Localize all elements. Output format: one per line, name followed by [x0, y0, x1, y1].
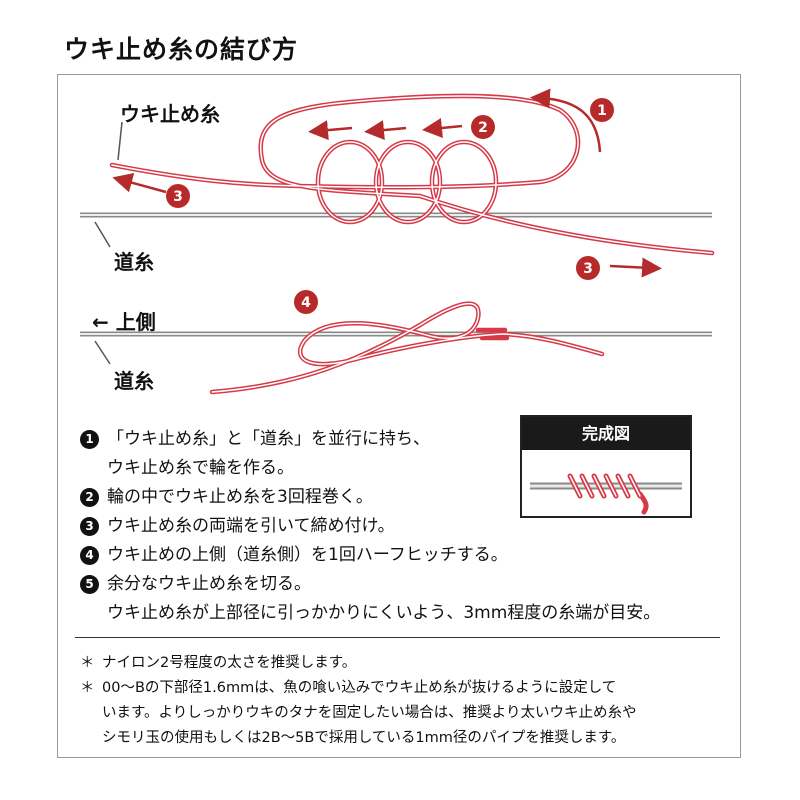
note-item: ＊ ナイロン2号程度の太さを推奨します。 — [80, 651, 730, 676]
label-uki-dome-ito: ウキ止め糸 — [120, 102, 220, 126]
step-badge-4: 4 — [294, 290, 318, 314]
left-arrow-icon: ← — [92, 310, 109, 334]
step-number: 4 — [80, 546, 99, 565]
notes: ＊ ナイロン2号程度の太さを推奨します。 ＊ 00〜Bの下部径1.6mmは、魚の… — [80, 651, 730, 751]
step-text: ウキ止め糸の両端を引いて締め付け。 — [107, 516, 395, 536]
asterisk-icon: ＊ — [80, 655, 95, 671]
step-item: 1 「ウキ止め糸」と「道糸」を並行に持ち、 ウキ止め糸で輪を作る。 — [80, 425, 740, 483]
label-upper-side: ← 上側 — [92, 306, 156, 335]
step-text: 余分なウキ止め糸を切る。 — [107, 574, 311, 594]
note-text: シモリ玉の使用もしくは2B〜5Bで採用している1mm径のパイプを推奨します。 — [102, 730, 626, 746]
step-number: 3 — [80, 517, 99, 536]
direction-arrows — [112, 88, 662, 278]
step-text-cont: ウキ止め糸で輪を作る。 — [107, 458, 294, 478]
note-text: 00〜Bの下部径1.6mmは、魚の喰い込みでウキ止め糸が抜けるように設定して — [102, 680, 617, 696]
leader-uki-dome-ito — [117, 121, 123, 161]
step-number: 5 — [80, 575, 99, 594]
step-text: 「ウキ止め糸」と「道糸」を並行に持ち、 — [107, 429, 430, 449]
step-text: 輪の中でウキ止め糸を3回程巻く。 — [107, 487, 373, 507]
step-item: 2 輪の中でウキ止め糸を3回程巻く。 — [80, 483, 740, 512]
label-michi-ito-2: 道糸 — [114, 369, 154, 393]
leader-michi-ito-2 — [94, 340, 111, 365]
svg-text:4: 4 — [301, 295, 311, 311]
completed-knot-illustration — [530, 473, 682, 515]
step-list: 1 「ウキ止め糸」と「道糸」を並行に持ち、 ウキ止め糸で輪を作る。 2 輪の中で… — [80, 425, 740, 628]
step-item: 5 余分なウキ止め糸を切る。 ウキ止め糸が上部径に引っかかりにくいよう、3mm程… — [80, 570, 740, 628]
note-text: ナイロン2号程度の太さを推奨します。 — [102, 655, 357, 671]
svg-text:2: 2 — [478, 120, 488, 136]
completed-figure-title: 完成図 — [522, 417, 690, 450]
step-item: 3 ウキ止め糸の両端を引いて締め付け。 — [80, 512, 740, 541]
svg-text:3: 3 — [583, 261, 593, 277]
step-badge-3-right: 3 — [576, 256, 600, 280]
step-text: ウキ止めの上側（道糸側）を1回ハーフヒッチする。 — [107, 545, 508, 565]
label-michi-ito-1: 道糸 — [114, 250, 154, 274]
step-badge-3-left: 3 — [166, 184, 190, 208]
svg-text:3: 3 — [173, 189, 183, 205]
diagram-frame — [57, 74, 741, 758]
page-title: ウキ止め糸の結び方 — [64, 35, 299, 64]
leader-michi-ito-1 — [94, 221, 111, 248]
step-badge-1: 1 — [590, 98, 614, 122]
step-number: 2 — [80, 488, 99, 507]
step-number: 1 — [80, 430, 99, 449]
completed-figure: 完成図 — [520, 415, 692, 518]
knot-thread-step4 — [209, 301, 605, 395]
note-text: います。よりしっかりウキのタナを固定したい場合は、推奨より太いウキ止め糸や — [102, 705, 637, 721]
step-item: 4 ウキ止めの上側（道糸側）を1回ハーフヒッチする。 — [80, 541, 740, 570]
label-upper-side-text: 上側 — [115, 310, 156, 334]
step-badge-2: 2 — [471, 115, 495, 139]
step-text-cont: ウキ止め糸が上部径に引っかかりにくいよう、3mm程度の糸端が目安。 — [107, 603, 661, 623]
svg-text:1: 1 — [597, 103, 607, 119]
notes-divider — [75, 637, 720, 638]
note-item: ＊ 00〜Bの下部径1.6mmは、魚の喰い込みでウキ止め糸が抜けるように設定して… — [80, 676, 730, 751]
knot-thread-step1 — [109, 93, 715, 256]
asterisk-icon: ＊ — [80, 680, 95, 696]
